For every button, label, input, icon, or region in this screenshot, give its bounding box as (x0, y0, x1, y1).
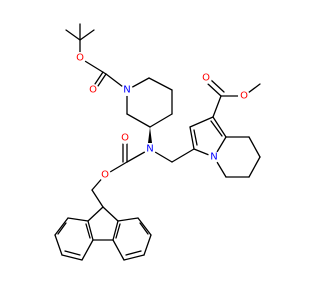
stereo-wedge-bond (148, 127, 152, 143)
oxygen-label: O (89, 85, 97, 96)
bond-fl-c9-c8a (102, 206, 119, 222)
bond-sat-c7-c6 (248, 156, 261, 178)
bond-fl-left-4b (64, 250, 81, 256)
atom-label-layer: O O N N O O N O (74, 52, 250, 181)
bond-tbu-c-methyl1 (65, 29, 81, 41)
bond-sat-c8-c7 (248, 136, 261, 158)
bond-fl-right-6b (115, 223, 121, 239)
bond-fl-left-1 (67, 217, 89, 222)
nitrogen-label: N (210, 152, 217, 163)
oxygen-label: O (76, 53, 84, 64)
bond-fl-left-3 (54, 234, 63, 256)
bond-ester-c-double-o-2 (210, 79, 225, 93)
bond-pyr-c2-c3 (189, 126, 195, 150)
bond-ch2-indolizine-c3 (171, 148, 195, 163)
bond-ch2-fluorenyl (91, 189, 104, 208)
bond-tbu-c-methyl3 (79, 29, 95, 41)
oxygen-label: O (101, 170, 109, 181)
bond-fl-left-5 (81, 239, 94, 261)
bond-fl-right-4b (125, 250, 142, 256)
atom-o-ester-carbonyl: O (200, 72, 212, 84)
bond-fl-left-2 (54, 217, 69, 236)
bond-fl-left-4 (61, 254, 83, 261)
nitrogen-label: N (146, 144, 153, 155)
bond-fl-c9a-c4a (87, 220, 94, 241)
bond-pyr-c8a-c1-double (210, 120, 223, 137)
oxygen-label: O (121, 133, 129, 144)
oxygen-label: O (202, 73, 210, 84)
bond-fl-right-2b (139, 222, 149, 235)
bond-fl-right-4 (123, 254, 145, 261)
bond-pyr-c1-c2 (189, 116, 214, 128)
bond-pyr-c8a-c1 (212, 116, 227, 138)
bond-boc-c-double-o (97, 73, 107, 87)
atom-o-boc-ether: O (74, 52, 86, 64)
bond-fl-right-3 (143, 234, 152, 256)
atom-o-fmoc-ether: O (99, 169, 111, 181)
atom-n-carbamate: N (144, 143, 156, 155)
atom-o-fmoc-carbonyl: O (119, 132, 131, 144)
molecule-structure-diagram: O O N N O O N O (54, 23, 261, 261)
bond-fl-right-2 (137, 217, 152, 236)
bond-fl-right-1 (117, 217, 139, 222)
bond-fl-c8a-c4b (112, 220, 119, 241)
bond-ester-c-double-o (207, 83, 222, 97)
atom-o-ester-ether: O (238, 90, 250, 102)
bond-fl-left-2b (57, 222, 67, 235)
bond-pip-c4-c5 (149, 113, 173, 128)
nitrogen-label: N (123, 85, 130, 96)
bond-pip-c5-c6 (126, 113, 151, 128)
atom-n-piperidine: N (121, 84, 133, 96)
bond-fl-c9-c9a (87, 206, 104, 222)
atom-o-boc-carbonyl: O (87, 84, 99, 96)
atom-n-indolizine: N (208, 151, 220, 163)
bond-c1-ester-carbonyl (212, 95, 222, 118)
bond-fl-left-6b (85, 223, 91, 239)
bond-boc-c-double-o-2 (94, 71, 104, 85)
oxygen-label: O (240, 91, 248, 102)
bond-pyr-c2-c3-double (193, 129, 198, 146)
bond-fl-right-5 (112, 239, 125, 261)
bond-pip-c2-c3 (148, 77, 173, 91)
